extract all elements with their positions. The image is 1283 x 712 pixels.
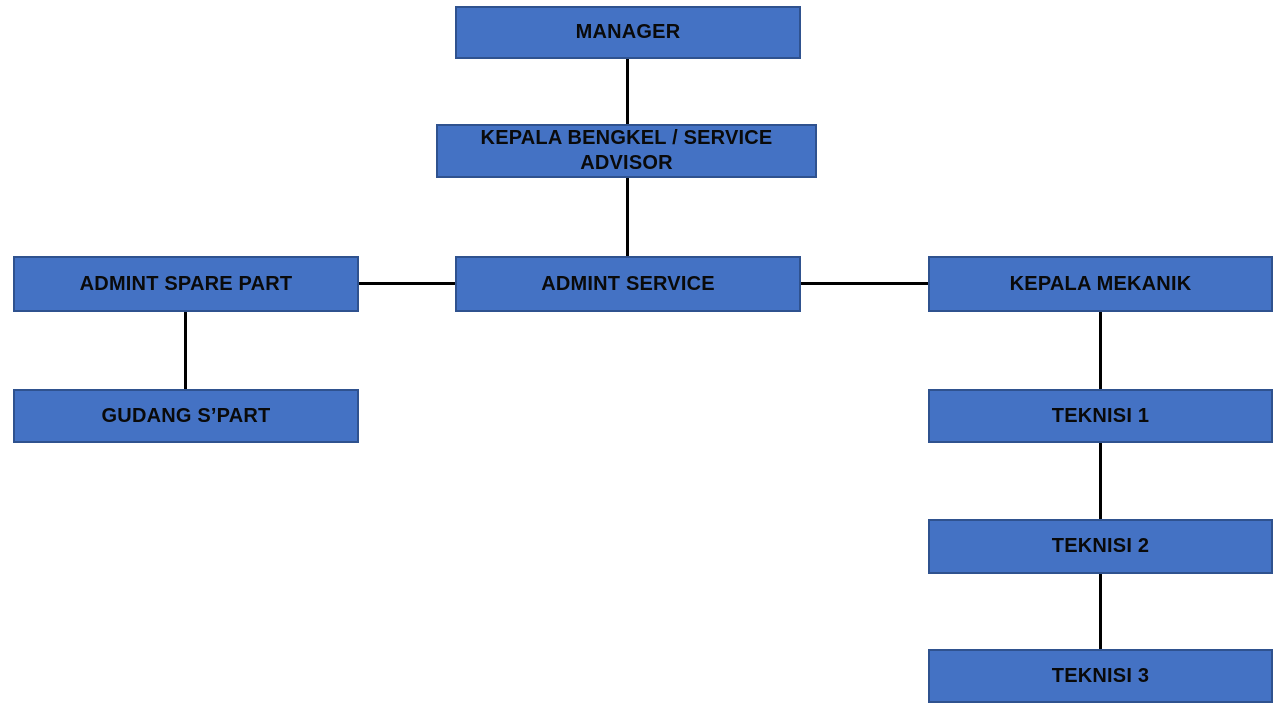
org-box-teknisi-3: TEKNISI 3	[928, 649, 1273, 703]
org-box-admint-service: ADMINT SERVICE	[455, 256, 801, 312]
org-box-teknisi-1: TEKNISI 1	[928, 389, 1273, 443]
edge-manager-kepala-bengkel	[626, 59, 629, 124]
org-box-admint-spare-part: ADMINT SPARE PART	[13, 256, 359, 312]
org-box-gudang-spart: GUDANG S’PART	[13, 389, 359, 443]
org-box-teknisi-2: TEKNISI 2	[928, 519, 1273, 574]
edge-kepala-mekanik-teknisi-1	[1099, 312, 1102, 389]
org-box-manager: MANAGER	[455, 6, 801, 59]
edge-kepala-bengkel-admint-service	[626, 178, 629, 256]
edge-admint-spare-part-gudang-spart	[184, 312, 187, 389]
org-box-kepala-mekanik: KEPALA MEKANIK	[928, 256, 1273, 312]
edge-admint-spare-part-admint-service	[359, 282, 455, 285]
edge-teknisi-1-teknisi-2	[1099, 443, 1102, 519]
org-box-kepala-bengkel-service-advisor: KEPALA BENGKEL / SERVICE ADVISOR	[436, 124, 817, 178]
edge-teknisi-2-teknisi-3	[1099, 574, 1102, 649]
edge-admint-service-kepala-mekanik	[801, 282, 928, 285]
